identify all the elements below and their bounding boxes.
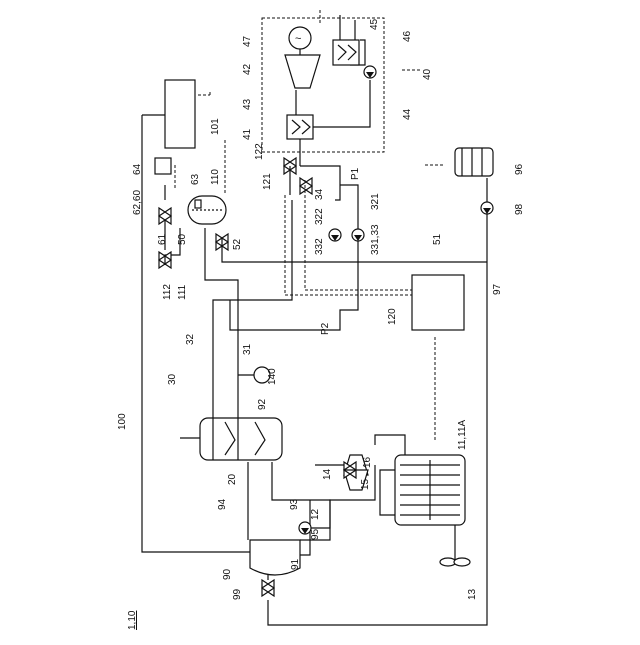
label-30: 30	[167, 373, 178, 385]
label-14: 14	[322, 468, 333, 480]
label-97: 97	[492, 283, 503, 295]
label-16: 16	[362, 456, 373, 468]
label-101: 101	[210, 118, 221, 135]
svg-text:~: ~	[295, 33, 301, 45]
label-111: 111	[177, 284, 188, 300]
label-52: 52	[232, 238, 243, 250]
engine-11	[380, 455, 465, 525]
label-51: 51	[432, 233, 443, 245]
control-device-101	[165, 80, 195, 148]
turbine-42	[285, 55, 320, 88]
label-121: 121	[262, 173, 273, 190]
label-91: 91	[290, 558, 301, 570]
label-92: 92	[257, 398, 268, 410]
label-31: 31	[242, 343, 253, 355]
label-15: 15	[360, 478, 371, 490]
label-95: 95	[310, 528, 321, 540]
label-50: 50	[177, 233, 188, 245]
label-47: 47	[242, 35, 253, 47]
controller-120	[412, 275, 464, 330]
label-140: 140	[267, 368, 278, 385]
label-46: 46	[402, 30, 413, 42]
label-42: 42	[242, 63, 253, 75]
label-63: 63	[190, 173, 201, 185]
label-112: 112	[162, 284, 173, 300]
label-44: 44	[402, 108, 413, 120]
label-41: 41	[242, 128, 253, 140]
label-322: 322	[314, 208, 325, 225]
label-331: 331,33	[370, 224, 381, 255]
label-122: 122	[254, 143, 265, 160]
sensor-64	[155, 158, 171, 174]
label-40: 40	[422, 68, 433, 80]
label-64: 64	[132, 163, 143, 175]
label-110: 110	[210, 169, 221, 185]
label-332: 332	[314, 238, 325, 255]
propeller-13	[440, 525, 470, 566]
label-120: 120	[387, 308, 398, 325]
label-100: 100	[117, 413, 128, 430]
label-13: 13	[467, 588, 478, 600]
label-90: 90	[222, 568, 233, 580]
label-96: 96	[514, 163, 525, 175]
label-99: 99	[232, 588, 243, 600]
label-93: 93	[289, 498, 300, 510]
level-gauge-63	[195, 200, 201, 208]
heat-exchanger-20	[200, 418, 282, 460]
label-98: 98	[514, 203, 525, 215]
label-P2: P2	[320, 322, 331, 335]
label-62-60: 62,60	[132, 190, 143, 215]
label-94: 94	[217, 498, 228, 510]
label-20: 20	[227, 473, 238, 485]
label-321: 321	[370, 193, 381, 210]
label-32: 32	[185, 333, 196, 345]
label-45: 45	[369, 18, 380, 30]
figure-label: 1,10	[127, 610, 138, 630]
label-12: 12	[310, 508, 321, 520]
label-P1: P1	[350, 167, 361, 180]
label-61: 61	[157, 233, 168, 245]
label-43: 43	[242, 98, 253, 110]
label-11: 11,11A	[457, 419, 468, 450]
engine-96	[455, 148, 493, 176]
label-34: 34	[314, 188, 325, 200]
